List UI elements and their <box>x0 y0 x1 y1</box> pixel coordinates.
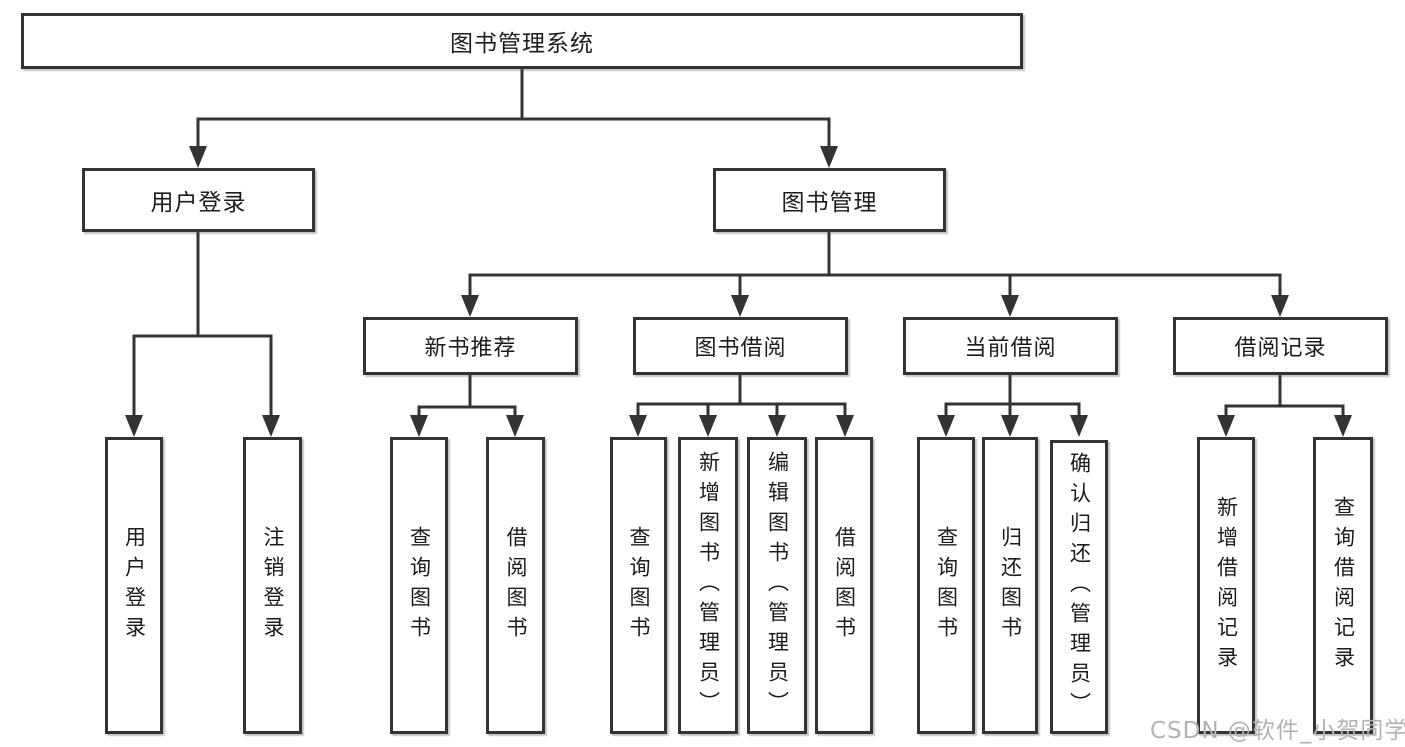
node-label: 借阅记录 <box>1234 336 1327 361</box>
node-book-borrowing: 图书借阅 <box>633 317 848 375</box>
leaf-label: 编辑图书（管理员） <box>765 450 790 721</box>
node-current-borrowing: 当前借阅 <box>903 317 1118 375</box>
leaf-label: 查询图书 <box>627 525 651 646</box>
leaf-label: 借阅图书 <box>504 525 528 646</box>
leaf-confirm-return-admin: 确认归还（管理员） <box>1050 440 1108 734</box>
leaf-return-books: 归还图书 <box>982 437 1038 734</box>
node-label: 图书管理 <box>781 190 878 216</box>
leaf-query-books-current: 查询图书 <box>917 437 975 734</box>
node-label: 图书管理系统 <box>450 31 594 57</box>
leaf-label: 查询图书 <box>934 525 959 646</box>
csdn-watermark: CSDN @软件_小贺同学 <box>1150 718 1405 744</box>
node-label: 新书推荐 <box>424 336 517 361</box>
leaf-borrow-books: 借阅图书 <box>815 437 873 734</box>
node-new-book-recommendation: 新书推荐 <box>363 317 578 375</box>
leaf-label: 借阅图书 <box>832 525 857 646</box>
leaf-user-login: 用户登录 <box>105 437 163 734</box>
leaf-label: 查询图书 <box>407 525 432 646</box>
leaf-label: 查询借阅记录 <box>1331 495 1356 676</box>
leaf-label: 确认归还（管理员） <box>1067 452 1092 722</box>
leaf-add-book-admin: 新增图书（管理员） <box>678 437 738 734</box>
node-book-management: 图书管理 <box>713 168 946 232</box>
node-borrowing-records: 借阅记录 <box>1173 317 1388 375</box>
leaf-query-books-recommend: 查询图书 <box>390 437 448 734</box>
leaf-query-books-borrow: 查询图书 <box>610 437 667 734</box>
leaf-edit-book-admin: 编辑图书（管理员） <box>747 437 807 734</box>
leaf-label: 新增借阅记录 <box>1214 495 1239 676</box>
leaf-query-borrow-record: 查询借阅记录 <box>1313 437 1373 734</box>
leaf-label: 归还图书 <box>998 525 1023 646</box>
node-user-login: 用户登录 <box>82 168 315 232</box>
leaf-add-borrow-record: 新增借阅记录 <box>1197 437 1255 734</box>
leaf-label: 新增图书（管理员） <box>696 450 721 721</box>
node-label: 图书借阅 <box>694 336 787 361</box>
node-label: 当前借阅 <box>964 336 1057 361</box>
leaf-label: 注销登录 <box>261 525 285 646</box>
leaf-logout: 注销登录 <box>243 437 302 734</box>
leaf-borrow-books-recommend: 借阅图书 <box>486 437 545 734</box>
node-label: 用户登录 <box>150 190 247 216</box>
leaf-label: 用户登录 <box>122 525 147 646</box>
node-library-management-system: 图书管理系统 <box>21 13 1023 69</box>
